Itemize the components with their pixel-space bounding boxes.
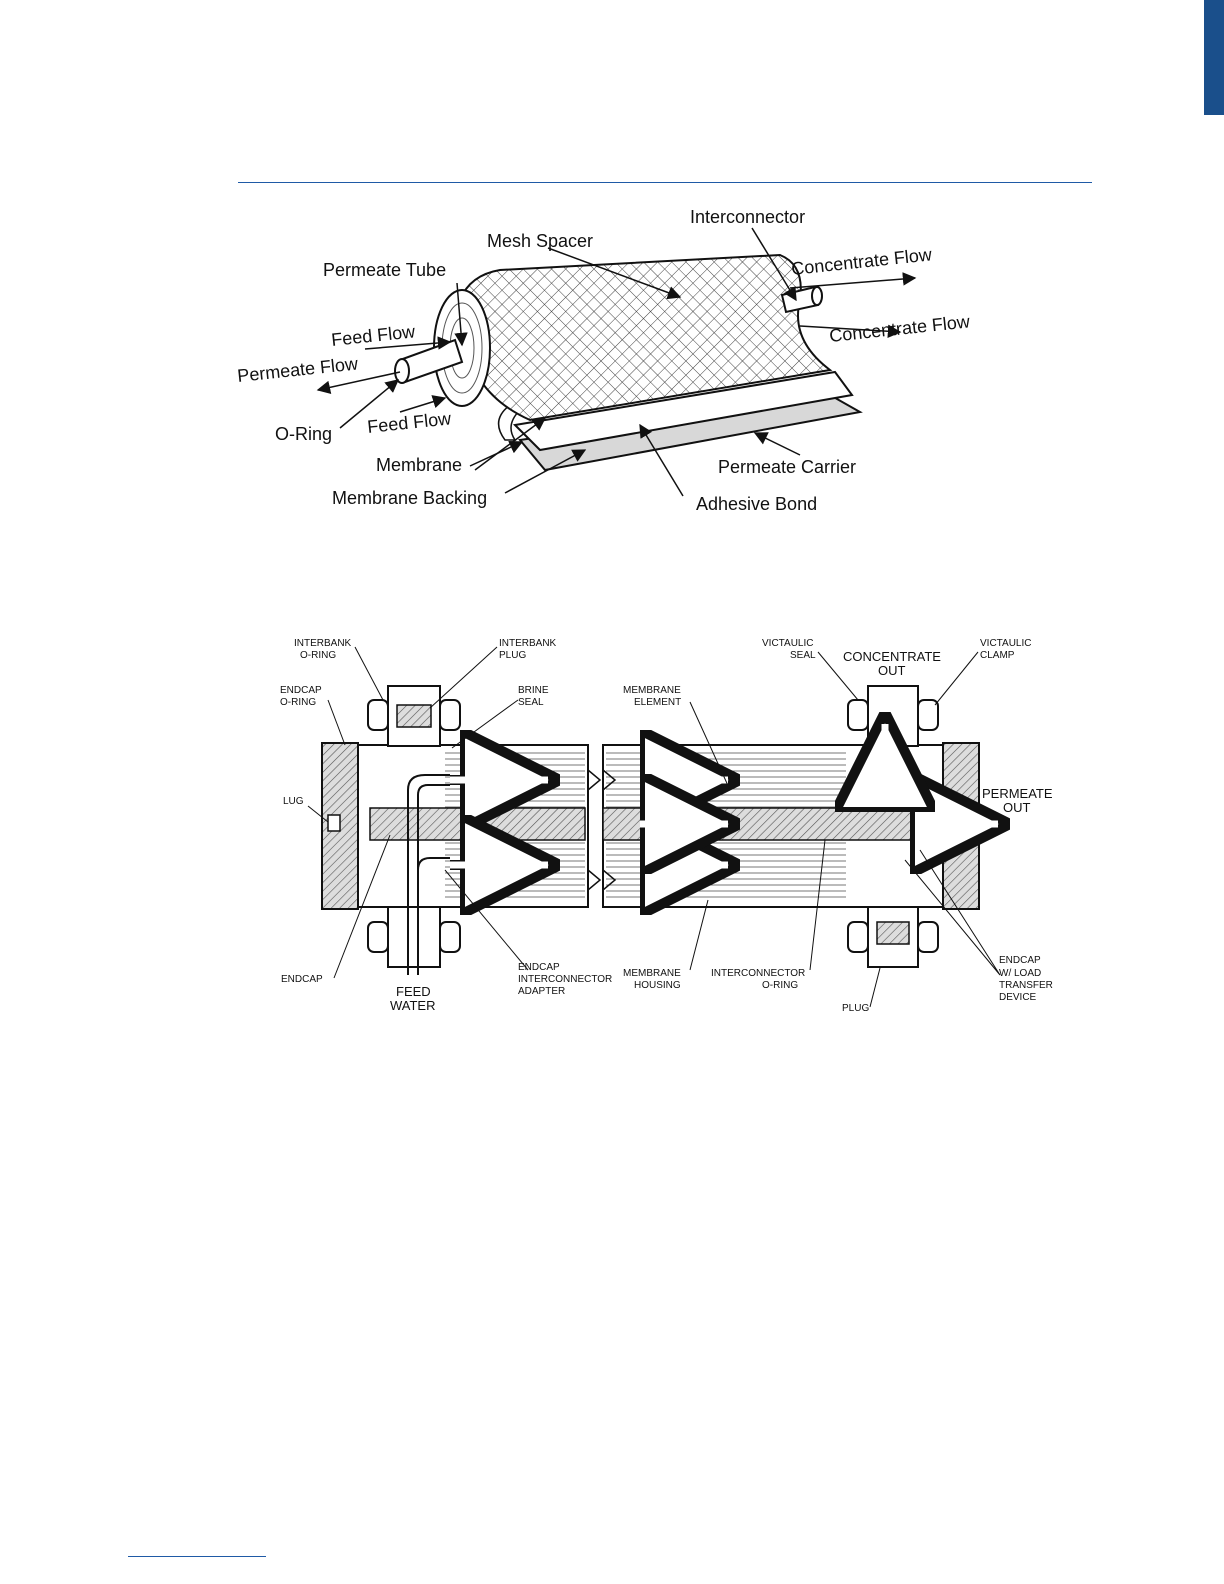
- spiral-element-figure: Interconnector Mesh Spacer Permeate Tube…: [236, 207, 971, 514]
- feed-water-pipe: [407, 774, 450, 975]
- label-feed-water-2: WATER: [390, 998, 436, 1013]
- label-plug: PLUG: [842, 1003, 869, 1014]
- pressure-vessel-figure: INTERBANK O-RING INTERBANK PLUG ENDCAP O…: [280, 638, 1053, 1014]
- label-interbank-oring-1: INTERBANK: [294, 638, 352, 649]
- header-rule: [238, 182, 1092, 183]
- label-endcap-oring-1: ENDCAP: [280, 685, 322, 696]
- label-o-ring: O-Ring: [275, 424, 332, 444]
- label-endcap-adapter-2: INTERCONNECTOR: [518, 974, 612, 985]
- label-feed-water-1: FEED: [396, 984, 431, 999]
- label-brine-seal-1: BRINE: [518, 685, 549, 696]
- concentrate-port-top: [867, 685, 919, 747]
- page-accent-edge: [1204, 0, 1224, 115]
- label-feed-flow-bottom: Feed Flow: [366, 408, 453, 437]
- label-victaulic-clamp-2: CLAMP: [980, 650, 1015, 661]
- footer-rule: [128, 1556, 266, 1557]
- label-membrane-housing-1: MEMBRANE: [623, 968, 681, 979]
- label-endcap: ENDCAP: [281, 974, 323, 985]
- label-endcap-load-1: ENDCAP: [999, 955, 1041, 966]
- label-permeate-out-1: PERMEATE: [982, 786, 1053, 801]
- label-victaulic-clamp-1: VICTAULIC: [980, 638, 1032, 649]
- label-concentrate-flow-top: Concentrate Flow: [790, 244, 933, 279]
- label-interconnector-oring-2: O-RING: [762, 980, 798, 991]
- label-permeate-carrier: Permeate Carrier: [718, 457, 856, 477]
- label-interconnector-oring-1: INTERCONNECTOR: [711, 968, 805, 979]
- label-permeate-out-2: OUT: [1003, 800, 1031, 815]
- label-mesh-spacer: Mesh Spacer: [487, 231, 593, 251]
- label-interbank-plug-1: INTERBANK: [499, 638, 557, 649]
- label-concentrate-flow-bottom: Concentrate Flow: [828, 311, 971, 346]
- interbank-port-bottom: [387, 906, 441, 968]
- label-endcap-load-2: W/ LOAD: [999, 968, 1041, 979]
- label-endcap-load-4: DEVICE: [999, 992, 1037, 1003]
- label-victaulic-seal-1: VICTAULIC: [762, 638, 814, 649]
- label-interconnector: Interconnector: [690, 207, 805, 227]
- label-brine-seal-2: SEAL: [518, 697, 544, 708]
- label-concentrate-out-1: CONCENTRATE: [843, 649, 941, 664]
- label-victaulic-seal-2: SEAL: [790, 650, 816, 661]
- label-endcap-oring-2: O-RING: [280, 697, 316, 708]
- membrane-sheet: [512, 370, 854, 452]
- label-interbank-plug-2: PLUG: [499, 650, 526, 661]
- label-endcap-adapter-3: ADAPTER: [518, 986, 565, 997]
- mesh-spacer-roll: [458, 253, 833, 422]
- label-endcap-load-3: TRANSFER: [999, 980, 1053, 991]
- label-membrane-element-2: ELEMENT: [634, 697, 681, 708]
- label-permeate-flow: Permeate Flow: [236, 353, 359, 386]
- label-membrane: Membrane: [376, 455, 462, 475]
- label-membrane-element-1: MEMBRANE: [623, 685, 681, 696]
- label-membrane-backing: Membrane Backing: [332, 488, 487, 508]
- label-concentrate-out-2: OUT: [878, 663, 906, 678]
- label-membrane-housing-2: HOUSING: [634, 980, 681, 991]
- label-interbank-oring-2: O-RING: [300, 650, 336, 661]
- label-permeate-tube: Permeate Tube: [323, 260, 446, 280]
- label-endcap-adapter-1: ENDCAP: [518, 962, 560, 973]
- label-adhesive-bond: Adhesive Bond: [696, 494, 817, 514]
- label-lug: LUG: [283, 796, 304, 807]
